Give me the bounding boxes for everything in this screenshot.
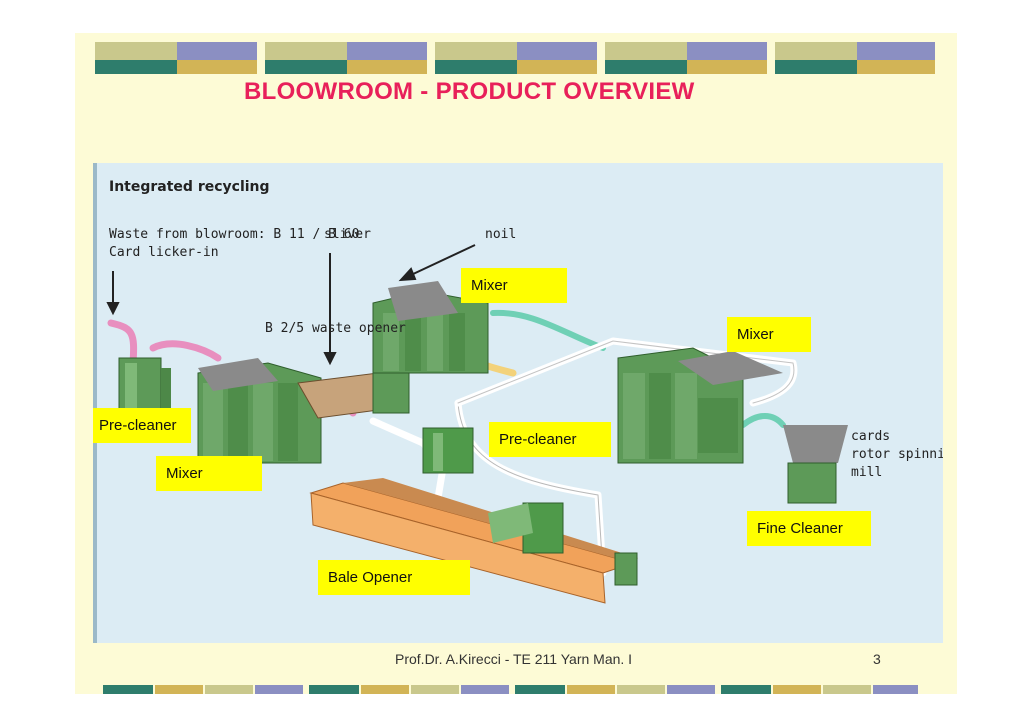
mixer-right-machine bbox=[617, 347, 783, 464]
mixer-top-machine bbox=[372, 281, 489, 374]
slide-title: BLOOWROOM - PRODUCT OVERVIEW bbox=[244, 78, 695, 105]
label-pre-cleaner-center: Pre-cleaner bbox=[489, 422, 611, 457]
label-pre-cleaner-left: Pre-cleaner bbox=[93, 408, 191, 443]
cards-text: cards bbox=[851, 429, 891, 444]
pre-cleaner-center-machine bbox=[422, 427, 474, 474]
rotor-text: rotor spinning bbox=[851, 447, 943, 462]
waste-text-line2: Card licker-in bbox=[109, 245, 219, 260]
page-number: 3 bbox=[873, 651, 881, 667]
diagram-illustration bbox=[93, 163, 848, 643]
waste-text-line1: Waste from blowroom: B 11 / B 60 bbox=[109, 227, 360, 242]
fine-cleaner-machine bbox=[783, 425, 848, 504]
pre-cleaner-left-machine bbox=[118, 357, 171, 417]
bale-opener-row bbox=[309, 478, 638, 604]
decorative-top-bar bbox=[95, 42, 935, 74]
recycling-diagram: Integrated recycling Waste from blowroom… bbox=[93, 163, 943, 643]
label-mixer-left: Mixer bbox=[156, 456, 262, 491]
sliver-text: sliver bbox=[324, 227, 371, 242]
label-bale-opener: Bale Opener bbox=[318, 560, 470, 595]
mixer-left-machine bbox=[197, 358, 322, 464]
label-mixer-right: Mixer bbox=[727, 317, 811, 352]
label-mixer-top: Mixer bbox=[461, 268, 567, 303]
decorative-bottom-bar bbox=[103, 685, 918, 694]
waste-opener-machine bbox=[297, 372, 410, 419]
diagram-heading: Integrated recycling bbox=[109, 179, 270, 195]
footer-author: Prof.Dr. A.Kirecci - TE 211 Yarn Man. I bbox=[395, 651, 633, 667]
waste-opener-text: B 2/5 waste opener bbox=[265, 321, 406, 336]
noil-text: noil bbox=[485, 227, 517, 242]
label-fine-cleaner: Fine Cleaner bbox=[747, 511, 871, 546]
mill-text: mill bbox=[851, 465, 883, 480]
